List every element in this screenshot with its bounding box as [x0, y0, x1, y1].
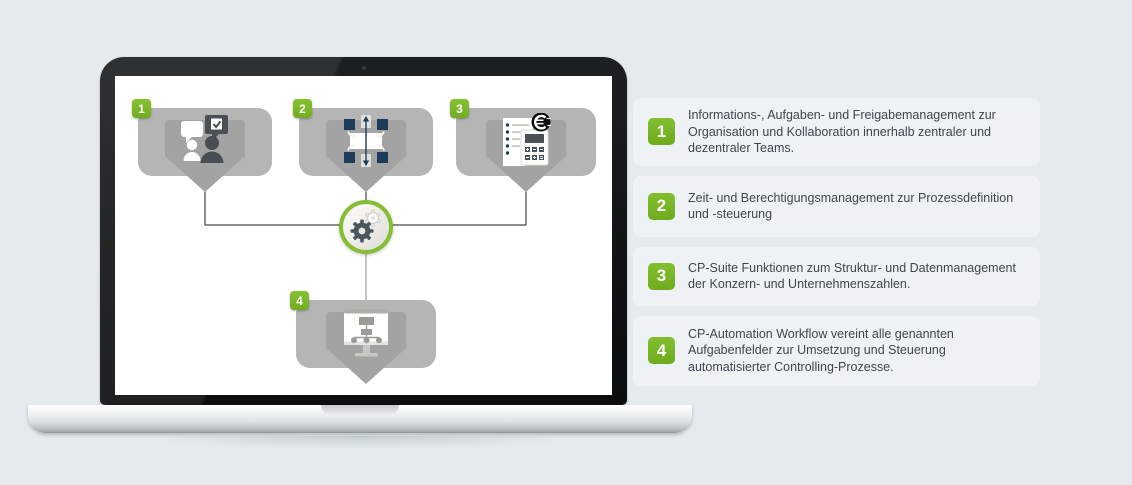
legend-panel-3: 3 CP-Suite Funktionen zum Struktur- und … — [633, 246, 1040, 306]
diagram-node-4: 4 — [290, 291, 436, 384]
legend: 1 Informations-, Aufgaben- und Freigabem… — [633, 98, 1040, 386]
process-flow-icon — [344, 115, 388, 167]
workflow-monitor-icon — [344, 309, 388, 357]
diagram-node-1: 1 — [132, 99, 272, 192]
laptop-base — [28, 405, 692, 433]
legend-badge-2: 2 — [648, 192, 675, 220]
legend-text-3: CP-Suite Funktionen zum Struktur- und Da… — [688, 260, 1016, 292]
webcam-dot — [361, 66, 366, 70]
diagram-node-3: 3 — [450, 99, 596, 192]
legend-text-2: Zeit- und Berechtigungsmanagement zur Pr… — [688, 190, 1014, 222]
gears-icon — [350, 209, 381, 243]
laptop-bezel: 1 2 — [100, 57, 627, 405]
legend-badge-1: 1 — [648, 118, 675, 146]
diagram-node-2: 2 — [293, 99, 433, 192]
legend-panel-1: 1 Informations-, Aufgaben- und Freigabem… — [633, 98, 1040, 166]
laptop-lid-notch — [321, 405, 399, 415]
legend-badge-4: 4 — [648, 337, 675, 364]
node-badge-1: 1 — [132, 99, 151, 118]
legend-text-1: Informations-, Aufgaben- und Freigabeman… — [688, 108, 996, 155]
chat-task-icon — [181, 115, 228, 163]
hub-inner — [343, 204, 389, 250]
laptop-screen: 1 2 — [115, 76, 612, 395]
legend-text-4: CP-Automation Workflow vereint alle gena… — [688, 326, 954, 374]
node-badge-4: 4 — [290, 291, 309, 310]
node-badge-2: 2 — [293, 99, 312, 118]
automation-hub — [339, 200, 393, 254]
document-calculator-euro-icon — [503, 113, 551, 166]
laptop-reflection — [70, 436, 650, 454]
node-badge-3: 3 — [450, 99, 469, 118]
legend-panel-4: 4 CP-Automation Workflow vereint alle ge… — [633, 315, 1040, 386]
legend-panel-2: 2 Zeit- und Berechtigungsmanagement zur … — [633, 175, 1040, 237]
legend-badge-3: 3 — [648, 262, 675, 290]
